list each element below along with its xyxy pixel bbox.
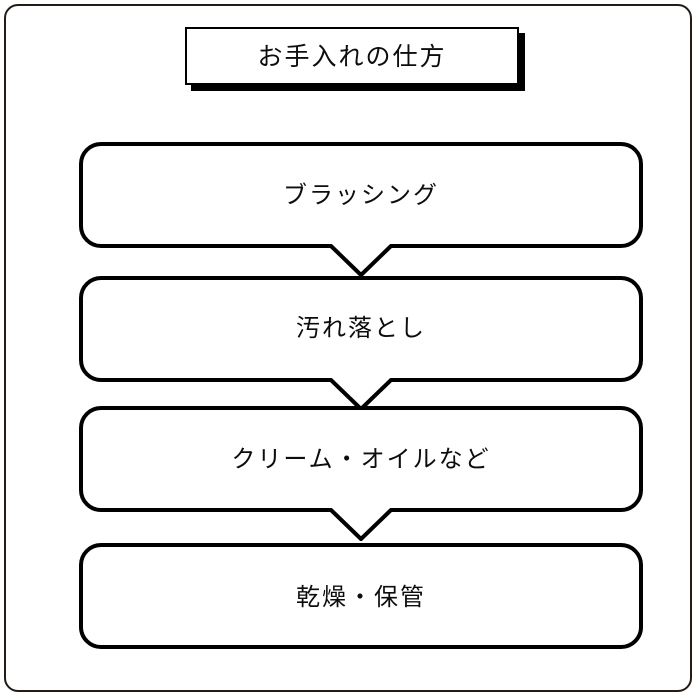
flow-box-shape-with-arrow <box>79 276 643 411</box>
flow-box-shape <box>79 543 643 649</box>
flow-step-1-label: ブラッシング <box>283 181 439 209</box>
flow-step-1[interactable]: ブラッシング <box>76 139 646 279</box>
flow-step-3[interactable]: クリーム・オイルなど <box>76 403 646 543</box>
flow-step-4-label: 乾燥・保管 <box>296 583 426 611</box>
flow-step-4[interactable]: 乾燥・保管 <box>76 540 646 652</box>
flow-box-shape-with-arrow <box>79 406 643 541</box>
page-title: お手入れの仕方 <box>257 41 447 71</box>
flow-step-2[interactable]: 汚れ落とし <box>76 273 646 413</box>
title-rectangle: お手入れの仕方 <box>185 27 519 85</box>
flow-box-shape-with-arrow <box>79 142 643 277</box>
title-block: お手入れの仕方 <box>185 27 525 91</box>
flow-step-3-label: クリーム・オイルなど <box>231 445 491 473</box>
flow-step-2-label: 汚れ落とし <box>296 314 426 342</box>
